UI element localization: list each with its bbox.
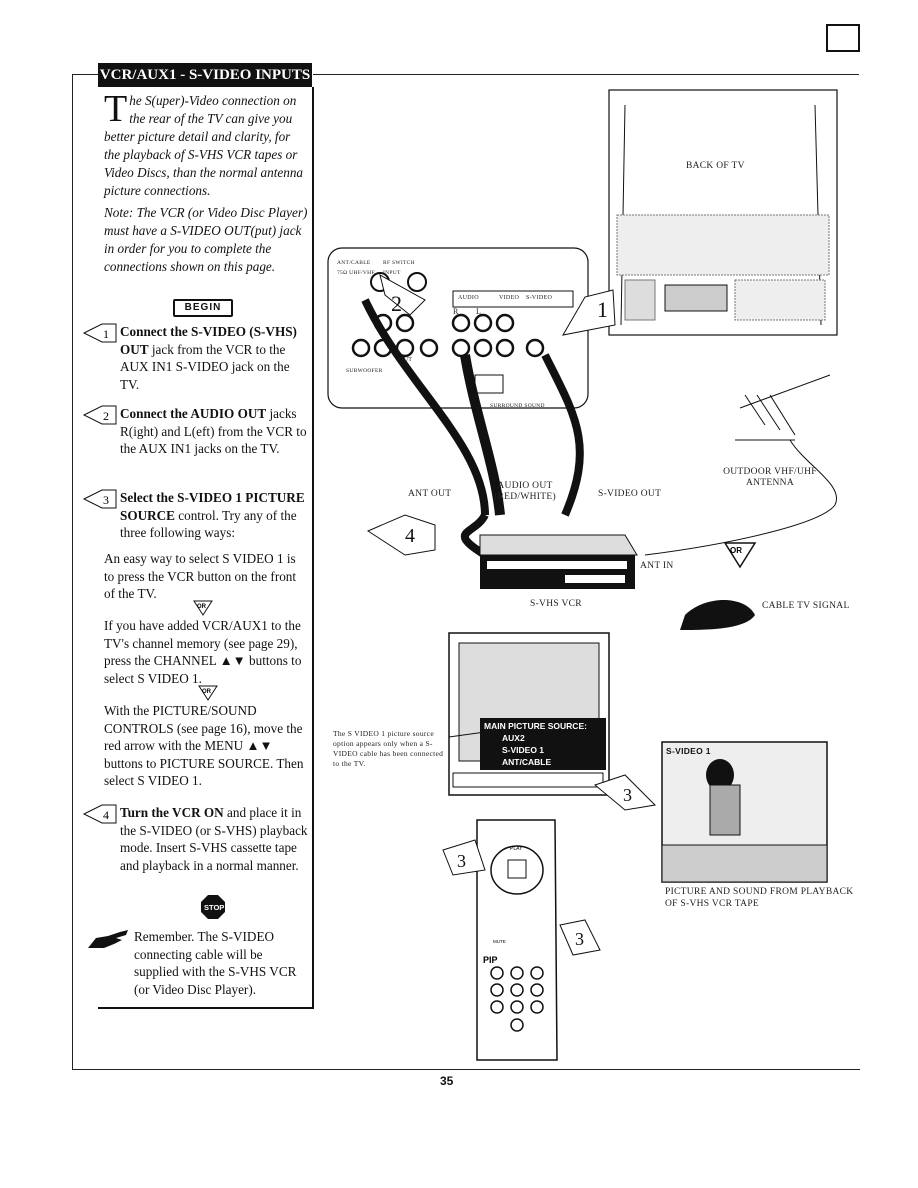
svg-text:3: 3: [575, 929, 584, 949]
callout-3-arrow-tv: 3: [593, 774, 657, 811]
subwoofer-label: SUBWOOFER: [346, 368, 383, 374]
callout-4-arrow: 4: [366, 514, 436, 556]
back-of-tv-label: BACK OF TV: [686, 161, 745, 171]
remember-note: Remember. The S-VIDEO connecting cable w…: [104, 928, 308, 998]
page-number: 35: [440, 1074, 454, 1088]
step-3-number: 3: [103, 493, 109, 507]
step-3: 3 Select the S-VIDEO 1 PICTURE SOURCE co…: [82, 489, 308, 542]
svg-text:3: 3: [623, 785, 632, 805]
front-tv: [448, 632, 610, 796]
rf-switch-label: RF SWITCH INPUT: [383, 260, 415, 276]
drop-cap: T: [104, 88, 128, 130]
instructions-column: [98, 87, 314, 1009]
section-title: VCR/AUX1 - S-VIDEO INPUTS: [98, 63, 312, 87]
step-4-arrow-icon: 4: [82, 804, 117, 824]
caption-leader: [448, 731, 486, 738]
or-icon: OR: [193, 600, 213, 616]
step-2-text: jacks R(ight) and L(eft) from the VCR to…: [120, 406, 307, 456]
page-corner-box: [826, 24, 860, 52]
step-4-number: 4: [103, 808, 109, 822]
audio-r-label: R: [453, 307, 459, 316]
inset-label: S-VIDEO 1: [666, 746, 711, 756]
remote-control: PLAY MUTE PIP: [476, 819, 558, 1061]
svg-text:MUTE: MUTE: [493, 939, 506, 944]
svg-text:PIP: PIP: [483, 955, 498, 965]
menu-title: MAIN PICTURE SOURCE:: [484, 721, 587, 731]
vcr-unit: [479, 534, 638, 589]
svg-text:OR: OR: [202, 689, 212, 695]
step-1-number: 1: [103, 327, 109, 341]
or-icon-diagram: OR: [723, 542, 757, 569]
step-1-text: jack from the VCR to the AUX IN1 S-VIDEO…: [120, 341, 290, 392]
top-rule: [313, 74, 859, 75]
outdoor-antenna: [644, 374, 838, 556]
note-paragraph: Note: The VCR (or Video Disc Player) mus…: [104, 205, 308, 274]
svideo-out-label: S-VIDEO OUT: [598, 489, 662, 499]
step-3-arrow-icon: 3: [82, 489, 117, 509]
audio-jack-label: AUDIO: [458, 295, 479, 301]
svg-text:OR: OR: [730, 546, 742, 555]
step-2-arrow-icon: 2: [82, 405, 117, 425]
callout-2-arrow: 2: [379, 274, 426, 316]
step-1-bold: Connect the S-VIDEO (S-VHS) OUT: [120, 324, 297, 357]
step-4: 4 Turn the VCR ON and place it in the S-…: [82, 804, 308, 874]
stop-sign-icon: STOP: [201, 895, 225, 919]
ant-in-label: ANT IN: [640, 561, 674, 571]
picture-source-menu: MAIN PICTURE SOURCE: AUX2 S-VIDEO 1 ANT/…: [480, 718, 606, 770]
menu-item-aux2: AUX2: [502, 733, 525, 743]
step-4-bold: Turn the VCR ON: [120, 805, 224, 820]
way-1: An easy way to select S VIDEO 1 is to pr…: [104, 551, 297, 601]
svg-text:3: 3: [457, 851, 466, 871]
step-2-number: 2: [103, 409, 109, 423]
menu-item-svideo1: S-VIDEO 1: [502, 745, 545, 755]
svg-text:STOP: STOP: [204, 903, 224, 912]
callout-3-arrow-menu: 3: [559, 919, 601, 956]
inset-picture: [661, 741, 828, 883]
intro-text: he S(uper)-Video connection on the rear …: [104, 93, 304, 198]
left-rule: [72, 74, 98, 75]
menu-item-ant-cable: ANT/CABLE: [502, 757, 552, 767]
step-4-text: and place it in the S-VIDEO (or S-VHS) p…: [120, 805, 308, 873]
way-3: With the PICTURE/SOUND CONTROLS (see pag…: [104, 703, 304, 788]
outdoor-antenna-label: OUTDOOR VHF/UHF ANTENNA: [723, 467, 817, 488]
svg-text:1: 1: [597, 297, 608, 322]
step-2: 2 Connect the AUDIO OUT jacks R(ight) an…: [82, 405, 308, 458]
video-jack-label: VIDEO: [499, 295, 520, 301]
way-2: If you have added VCR/AUX1 to the TV's c…: [104, 618, 302, 686]
or-icon-2: OR: [198, 685, 218, 701]
svhs-vcr-label: S-VHS VCR: [530, 599, 582, 609]
tv-back-panel: [608, 89, 838, 336]
remember-text: Remember. The S-VIDEO connecting cable w…: [134, 929, 297, 997]
cable-tv-label: CABLE TV SIGNAL: [762, 601, 850, 611]
connection-diagram: 1 2 4 OR PLAY MUTE PIP: [327, 89, 838, 1061]
audio-l-label: L: [476, 307, 482, 316]
surround-label: SURROUND SOUND: [490, 403, 545, 409]
page-frame: [72, 74, 860, 1070]
svideo-caption: The S VIDEO 1 picture source option appe…: [333, 729, 444, 768]
svg-text:PLAY: PLAY: [510, 846, 523, 852]
inset-caption: PICTURE AND SOUND FROM PLAYBACK OF S-VHS…: [665, 887, 854, 909]
ant-cable-label: ANT/CABLE 75Ω UHF/VHF: [337, 260, 375, 276]
step-3-bold: Select the S-VIDEO 1 PICTURE SOURCE: [120, 490, 305, 523]
audio-out-label: AUDIO OUT (RED/WHITE): [494, 481, 556, 502]
svg-text:4: 4: [405, 525, 415, 547]
begin-badge: BEGIN: [173, 299, 233, 317]
svideo-jack-label: S-VIDEO: [526, 295, 553, 301]
callout-3-arrow-remote: 3: [442, 839, 486, 876]
out-label: OUT: [399, 357, 413, 363]
ant-out-label: ANT OUT: [408, 489, 452, 499]
step-3-text: control. Try any of the three following …: [120, 507, 297, 541]
cable-plug: [680, 600, 755, 630]
callout-1-arrow: 1: [562, 289, 616, 336]
step-1: 1 Connect the S-VIDEO (S-VHS) OUT jack f…: [82, 323, 308, 393]
step-1-arrow-icon: 1: [82, 323, 117, 343]
svg-text:OR: OR: [197, 604, 207, 610]
pointing-hand-icon: [88, 930, 128, 948]
svg-text:2: 2: [391, 291, 402, 316]
step-2-bold: Connect the AUDIO OUT: [120, 406, 267, 421]
